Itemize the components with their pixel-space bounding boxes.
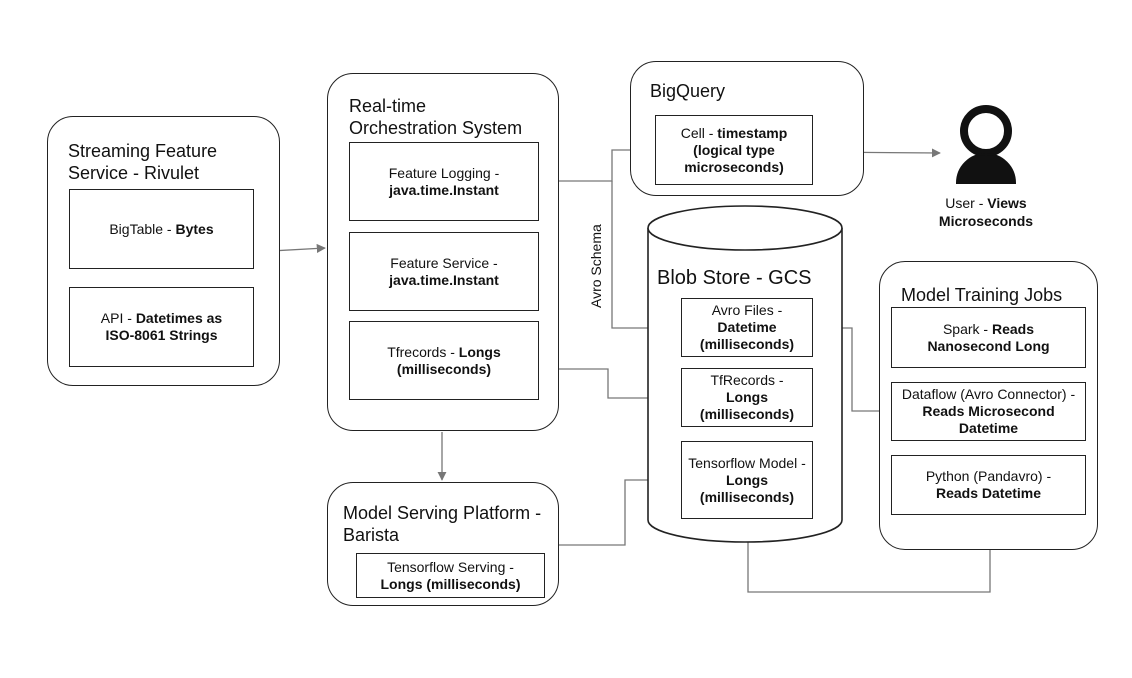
avro-files-box: Avro Files - Datetime (milliseconds) xyxy=(681,298,813,357)
tfrecords-box: Tfrecords - Longs (milliseconds) xyxy=(349,321,539,400)
model-serving-platform-title: Model Serving Platform - Barista xyxy=(343,503,542,545)
blob-tfrecords-box: TfRecords - Longs (milliseconds) xyxy=(681,368,813,427)
bigtable-box: BigTable - Bytes xyxy=(69,189,254,269)
model-training-jobs-title: Model Training Jobs xyxy=(901,285,1063,305)
tensorflow-serving-box: Tensorflow Serving - Longs (milliseconds… xyxy=(356,553,545,598)
edge-tfrecords-to-blob xyxy=(539,368,681,399)
bigquery-cell-box: Cell - timestamp (logical type microseco… xyxy=(655,115,813,185)
edge-model-to-training xyxy=(747,519,991,593)
api-box: API - Datetimes as ISO-8061 Strings xyxy=(69,287,254,367)
dataflow-box: Dataflow (Avro Connector) - Reads Micros… xyxy=(891,382,1086,441)
blob-store-title: Blob Store - GCS xyxy=(657,267,812,289)
feature-service-box: Feature Service - java.time.Instant xyxy=(349,232,539,311)
tensorflow-model-box: Tensorflow Model - Longs (milliseconds) xyxy=(681,441,813,519)
orchestration-system-title: Real-time Orchestration System xyxy=(349,96,523,138)
feature-logging-box: Feature Logging - java.time.Instant xyxy=(349,142,539,221)
python-box: Python (Pandavro) - Reads Datetime xyxy=(891,455,1086,515)
streaming-feature-service-title: Streaming Feature Service - Rivulet xyxy=(68,141,218,183)
bigquery-title: BigQuery xyxy=(650,81,726,101)
spark-box: Spark - Reads Nanosecond Long xyxy=(891,307,1086,368)
user-label: User - Views Microseconds xyxy=(938,195,1034,229)
